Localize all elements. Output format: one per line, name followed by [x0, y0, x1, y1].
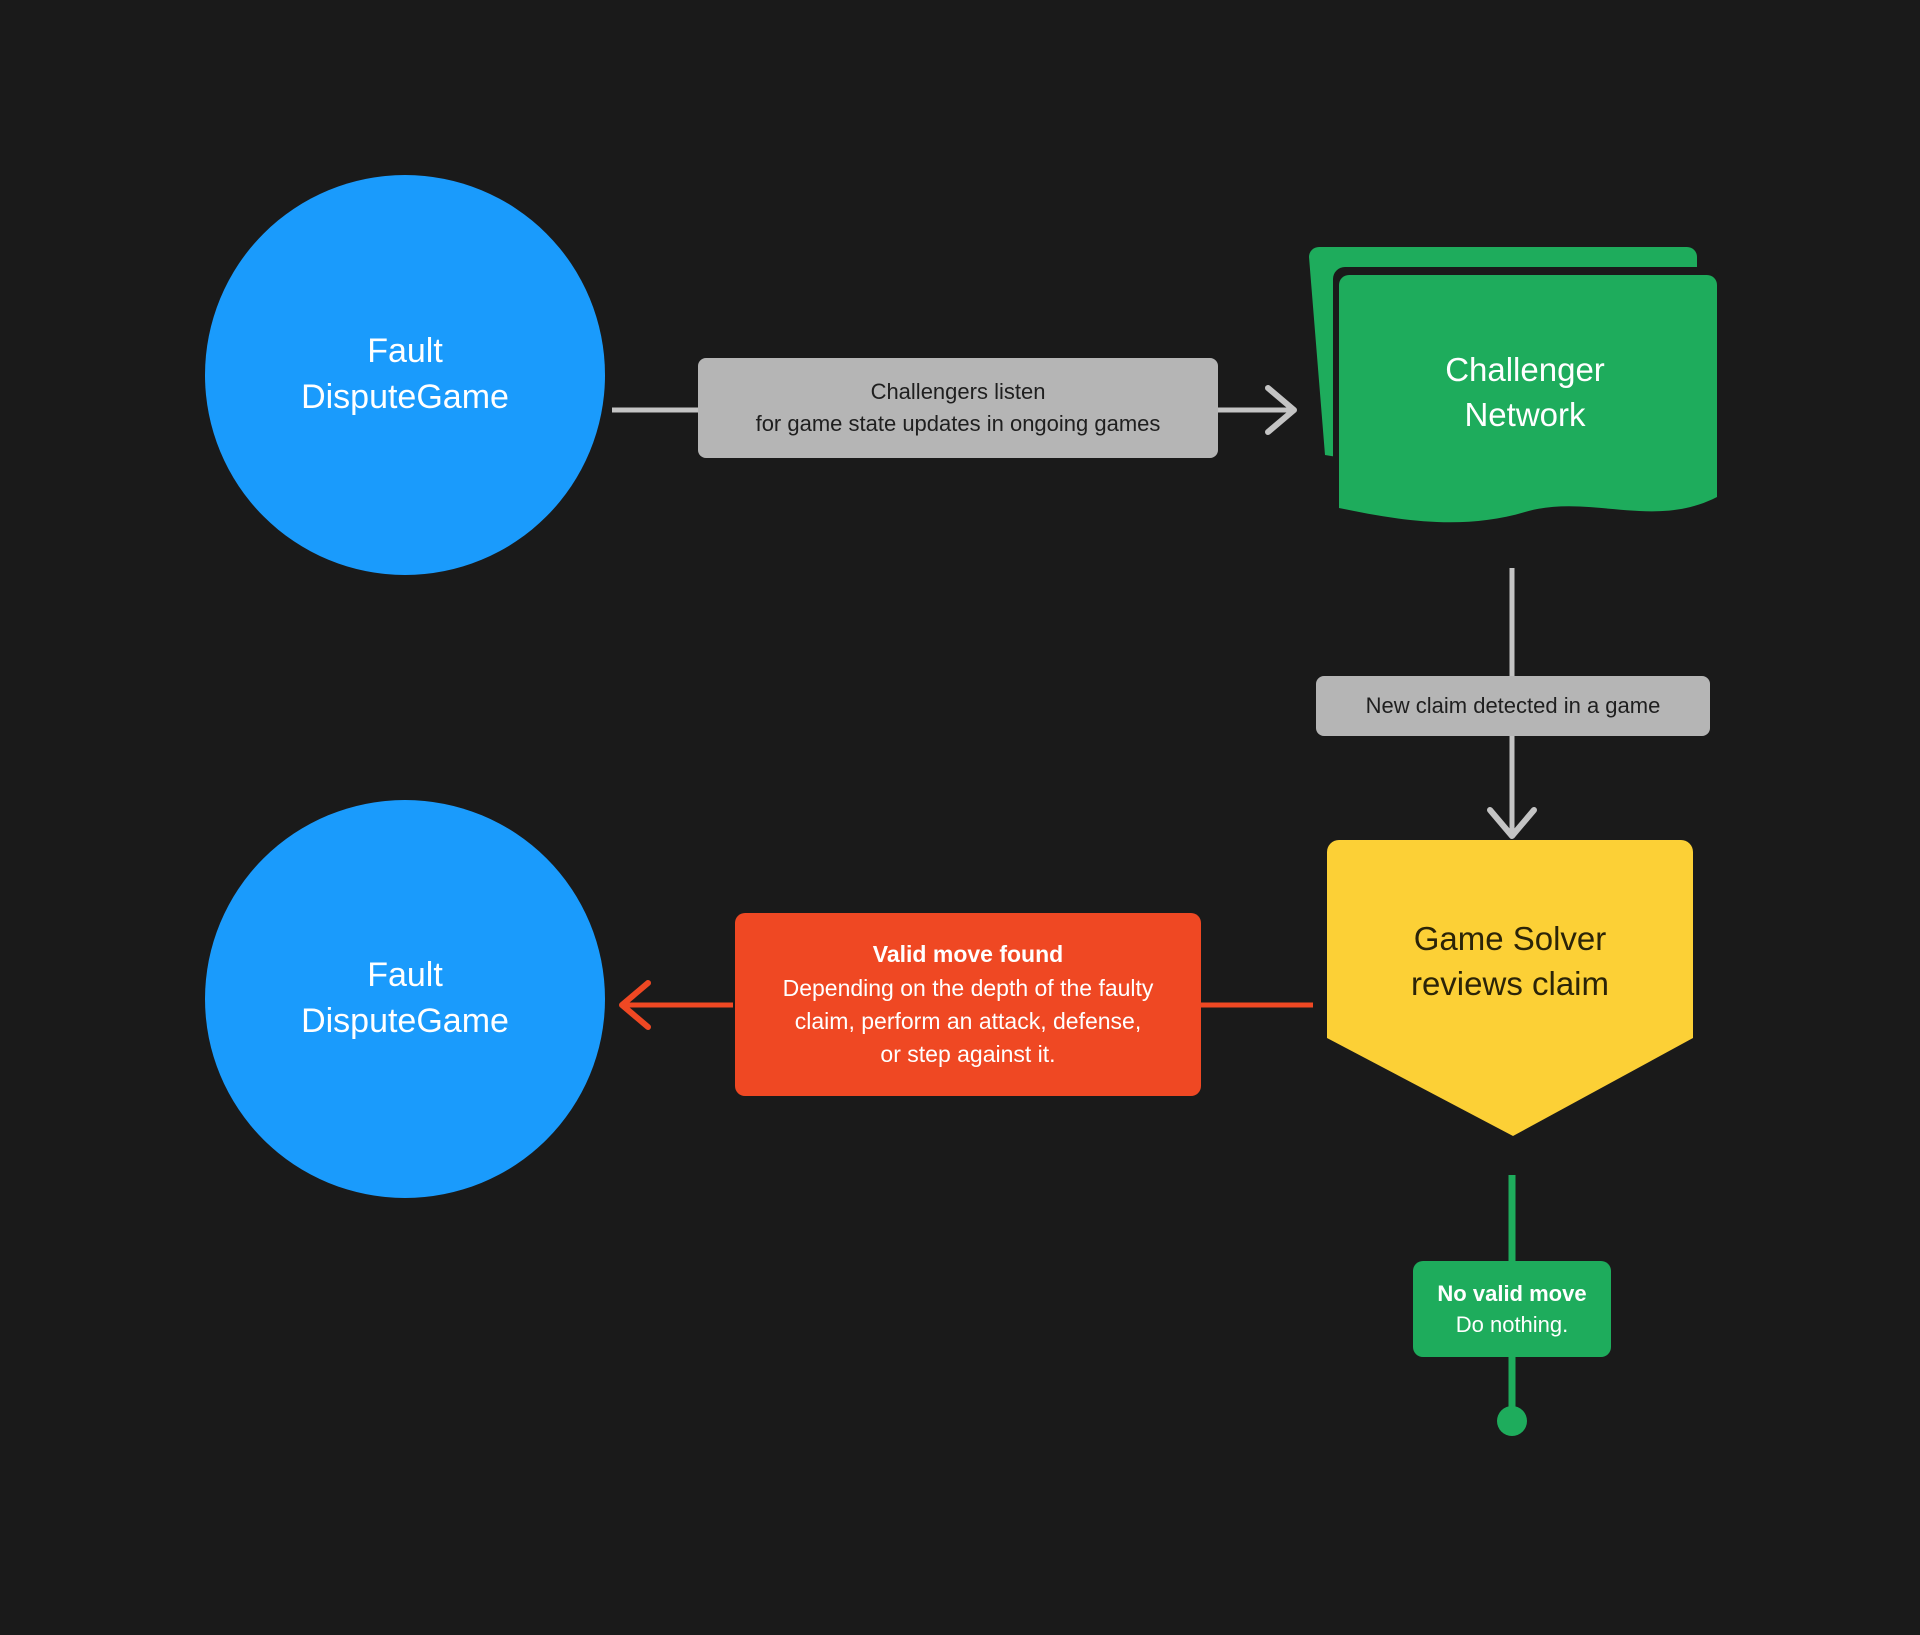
edge-valid-move-found	[619, 980, 1313, 1030]
node-challenger-network[interactable]: Challenger Network	[1303, 243, 1719, 568]
edge-label-line: or step against it.	[880, 1041, 1056, 1068]
node-label: Fault DisputeGame	[301, 332, 509, 416]
edge-label-line: for game state updates in ongoing games	[755, 411, 1161, 436]
node-fault-dispute-game-top[interactable]: Fault DisputeGame	[205, 175, 605, 575]
arrowhead-right-icon	[1265, 385, 1297, 435]
edge-label-valid-move-found: Valid move found Depending on the depth …	[735, 913, 1201, 1096]
multi-document-icon	[1309, 247, 1719, 523]
edge-label-title: Valid move found	[872, 941, 1064, 968]
edge-label-line: Depending on the depth of the faulty	[782, 974, 1154, 1001]
node-label: Challenger Network	[1445, 350, 1605, 433]
edge-label-line: New claim detected in a game	[1365, 693, 1661, 719]
edge-new-claim-detected	[1487, 568, 1537, 839]
node-label: Game Solver reviews claim	[1410, 920, 1610, 1002]
pentagon-body	[1327, 840, 1693, 1136]
node-game-solver[interactable]: Game Solver reviews claim	[1315, 838, 1705, 1138]
terminator-dot-icon	[1497, 1406, 1527, 1436]
edge-challengers-listen	[612, 385, 1297, 435]
edge-label-line: Challengers listen	[870, 379, 1046, 405]
edge-label-no-valid-move: No valid move Do nothing.	[1413, 1261, 1611, 1357]
node-fault-dispute-game-bottom[interactable]: Fault DisputeGame	[205, 800, 605, 1198]
edge-label-title: No valid move	[1437, 1280, 1587, 1306]
arrowhead-down-icon	[1487, 807, 1537, 839]
pentagon-down-icon	[1327, 840, 1693, 1136]
document-front-sheet	[1339, 275, 1717, 523]
edge-label-line: Do nothing.	[1455, 1311, 1569, 1337]
edge-no-valid-move	[1497, 1175, 1527, 1436]
edge-label-line: claim, perform an attack, defense,	[794, 1008, 1142, 1035]
arrowhead-left-icon	[619, 980, 651, 1030]
edge-label-challengers-listen: Challengers listen for game state update…	[698, 358, 1218, 458]
edge-label-new-claim-detected: New claim detected in a game	[1316, 676, 1710, 736]
node-label: Fault DisputeGame	[301, 956, 509, 1040]
